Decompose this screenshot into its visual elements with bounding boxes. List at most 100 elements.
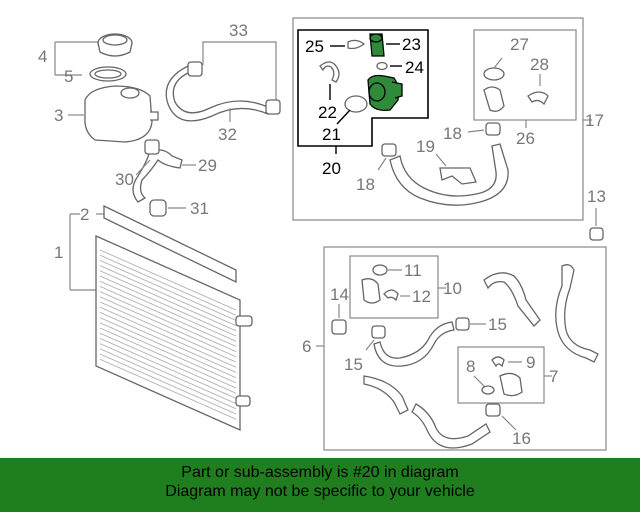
callout-32: 32 <box>218 125 237 144</box>
callout-7: 7 <box>549 367 558 386</box>
seal-8[interactable] <box>481 385 495 395</box>
callout-10: 10 <box>443 279 462 298</box>
banner-line-2: Diagram may not be specific to your vehi… <box>165 483 475 500</box>
leader-27 <box>493 57 503 69</box>
banner-line-1: Part or sub-assembly is #20 in diagram <box>181 464 459 481</box>
info-banner: Part or sub-assembly is #20 in diagram D… <box>0 458 640 512</box>
connector-10[interactable] <box>361 278 381 304</box>
radiator-fin-line <box>99 301 237 363</box>
bracket-19[interactable] <box>439 167 477 185</box>
group-6-frame <box>323 246 607 451</box>
callout-18a: 18 <box>443 124 462 143</box>
thermostat-housing-20[interactable] <box>367 74 403 112</box>
bracket-1 <box>69 213 100 291</box>
radiator-fin-line <box>99 322 237 384</box>
hose-22[interactable] <box>319 61 340 83</box>
radiator-fin-line <box>99 332 237 394</box>
radiator-fins <box>99 249 237 420</box>
clamp-15b[interactable] <box>371 325 386 339</box>
callout-9: 9 <box>526 353 535 372</box>
callout-29: 29 <box>198 156 217 175</box>
radiator-fin-line <box>99 348 237 410</box>
radiator-fin-line <box>99 280 237 342</box>
group-17-frame <box>292 17 584 221</box>
clip-14[interactable] <box>331 319 347 335</box>
upper-hose-32[interactable] <box>165 61 281 122</box>
seal-21[interactable] <box>344 95 368 113</box>
callout-28: 28 <box>530 55 549 74</box>
clamp-18b[interactable] <box>381 143 397 157</box>
radiator-fin-line <box>99 249 237 311</box>
callout-5: 5 <box>64 67 73 86</box>
radiator-fin-line <box>99 296 237 358</box>
hose-6a[interactable] <box>373 321 455 367</box>
callout-2: 2 <box>80 205 89 224</box>
hose-clamp-31[interactable] <box>149 199 167 217</box>
radiator-fin-line <box>99 265 237 326</box>
connector-26[interactable] <box>483 86 505 112</box>
callout-31: 31 <box>190 199 209 218</box>
callout-13: 13 <box>587 187 606 206</box>
callout-33: 33 <box>229 21 248 40</box>
group-26-frame <box>473 29 577 121</box>
radiator[interactable] <box>95 234 253 432</box>
callout-19: 19 <box>416 137 435 156</box>
seal-strip-2[interactable] <box>103 204 237 284</box>
radiator-fin-line <box>99 291 237 352</box>
clamp-25[interactable] <box>347 39 366 50</box>
callout-15a: 15 <box>488 315 507 334</box>
leader-16 <box>501 415 517 431</box>
lower-hose-29[interactable] <box>132 139 183 203</box>
radiator-fin-line <box>99 338 237 399</box>
expansion-tank[interactable] <box>84 85 159 143</box>
leader-18a <box>467 129 485 133</box>
radiator-fin-line <box>99 270 237 332</box>
hose-6b[interactable] <box>483 272 541 327</box>
callout-1: 1 <box>54 243 63 262</box>
radiator-fin-line <box>99 260 237 321</box>
hose-9[interactable] <box>491 356 505 368</box>
radiator-fin-line <box>99 312 237 373</box>
callout-3: 3 <box>54 106 63 125</box>
leader-8 <box>473 375 487 389</box>
callout-27: 27 <box>510 35 529 54</box>
leader-21 <box>336 109 351 125</box>
clip-13[interactable] <box>589 227 604 241</box>
seal-11[interactable] <box>372 264 388 276</box>
radiator-hose-17[interactable] <box>389 143 509 206</box>
connector-7[interactable] <box>499 372 523 397</box>
radiator-fin-line <box>99 343 237 404</box>
clamp-15a[interactable] <box>455 317 470 331</box>
callout-16: 16 <box>512 429 531 448</box>
radiator-fin-line <box>99 358 237 420</box>
callout-21: 21 <box>322 125 341 144</box>
group-7-frame <box>457 346 545 404</box>
callout-30: 30 <box>115 170 134 189</box>
coolant-flange-23[interactable] <box>369 33 385 57</box>
clamp-16[interactable] <box>485 403 501 417</box>
radiator-fin-line <box>99 327 237 389</box>
hose-6d[interactable] <box>363 375 409 415</box>
hose-6e[interactable] <box>411 403 491 449</box>
hose-6c[interactable] <box>555 264 599 363</box>
radiator-fin-line <box>99 317 237 378</box>
radiator-fin-line <box>99 306 237 368</box>
radiator-fin-line <box>99 275 237 337</box>
leader-18b <box>377 157 387 171</box>
callout-25: 25 <box>305 37 324 56</box>
o-ring-24[interactable] <box>376 61 388 71</box>
callout-17: 17 <box>585 111 604 130</box>
hose-28[interactable] <box>527 91 549 106</box>
callout-group-4-5: 4 5 <box>38 41 100 86</box>
callout-6: 6 <box>302 337 311 356</box>
clamp-18a[interactable] <box>485 122 501 136</box>
hose-12[interactable] <box>383 289 399 302</box>
callout-11: 11 <box>404 261 422 280</box>
callout-4: 4 <box>38 47 47 66</box>
seal-27[interactable] <box>483 67 505 81</box>
callout-20: 20 <box>322 159 341 178</box>
reservoir-cap[interactable] <box>97 33 133 57</box>
callout-18b: 18 <box>356 175 375 194</box>
group-20-frame <box>297 29 429 147</box>
